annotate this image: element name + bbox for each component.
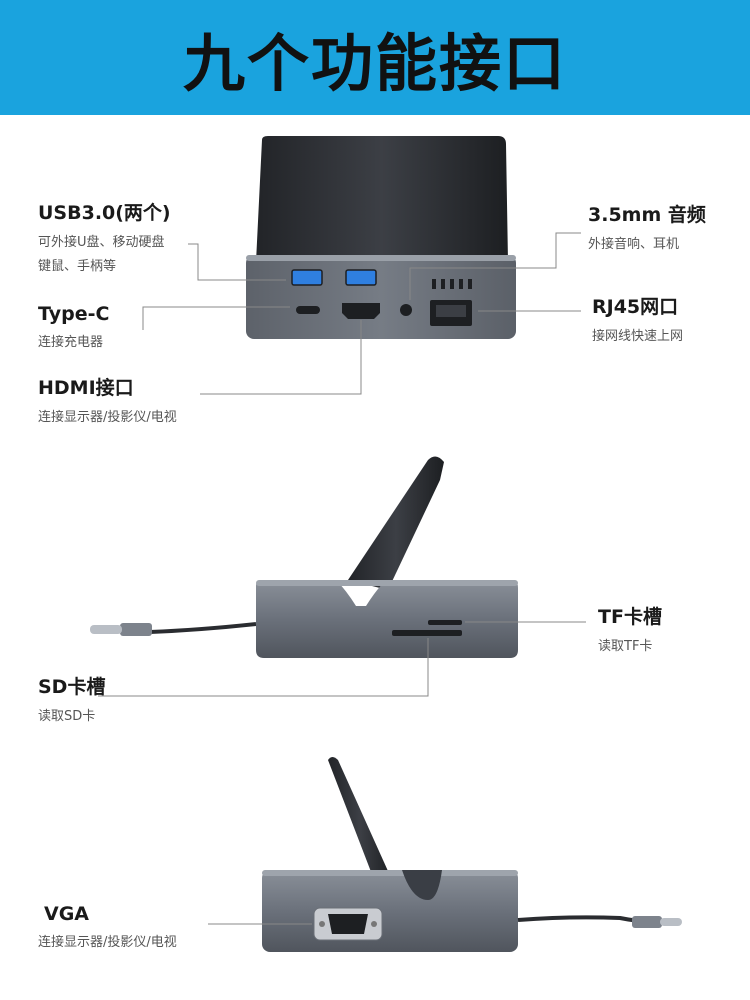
usb-port-2 bbox=[345, 269, 377, 286]
tf-desc: 读取TF卡 bbox=[598, 639, 653, 654]
callout-rj45: RJ45网口 接网线快速上网 bbox=[592, 292, 683, 349]
sd-desc: 读取SD卡 bbox=[38, 709, 96, 724]
tilted-stand bbox=[348, 456, 444, 590]
callout-vga: VGA 连接显示器/投影仪/电视 bbox=[38, 903, 177, 955]
rj45-title: RJ45网口 bbox=[592, 296, 679, 318]
typec-port bbox=[296, 306, 320, 314]
callout-tf: TF卡槽 读取TF卡 bbox=[598, 602, 662, 659]
audio-desc: 外接音响、耳机 bbox=[588, 237, 680, 252]
sd-title: SD卡槽 bbox=[38, 676, 106, 698]
tf-title: TF卡槽 bbox=[598, 606, 662, 628]
usb-desc-line-1: 可外接U盘、移动硬盘 bbox=[38, 235, 165, 250]
dock-body-side bbox=[256, 580, 518, 658]
audio-title: 3.5mm 音频 bbox=[588, 204, 706, 226]
header-banner: 九个功能接口 bbox=[0, 0, 750, 115]
callout-audio: 3.5mm 音频 外接音响、耳机 bbox=[588, 200, 706, 257]
dock-front-view bbox=[246, 136, 516, 339]
typec-title: Type-C bbox=[38, 303, 110, 325]
typec-desc: 连接充电器 bbox=[38, 335, 104, 350]
callout-typec: Type-C 连接充电器 bbox=[38, 303, 109, 355]
vga-title: VGA bbox=[44, 903, 90, 925]
dock-body-side-2 bbox=[262, 870, 518, 952]
rj45-desc: 接网线快速上网 bbox=[592, 329, 684, 344]
leader-lines-front bbox=[142, 232, 581, 395]
vga-desc: 连接显示器/投影仪/电视 bbox=[38, 935, 177, 950]
leader-lines-side-1 bbox=[98, 621, 586, 697]
dock-stand-plate bbox=[256, 136, 508, 262]
usb-port-1 bbox=[291, 269, 323, 286]
usb-desc: 可外接U盘、移动硬盘 键鼠、手柄等 bbox=[38, 231, 171, 279]
tf-slot bbox=[428, 620, 462, 625]
tilted-stand-2 bbox=[328, 757, 392, 890]
usb-c-plug bbox=[120, 623, 152, 636]
callout-hdmi: HDMI接口 连接显示器/投影仪/电视 bbox=[38, 373, 177, 430]
callout-sd: SD卡槽 读取SD卡 bbox=[38, 672, 105, 729]
dock-side-view-1 bbox=[90, 456, 518, 658]
vent-slots bbox=[432, 279, 472, 289]
page-title: 九个功能接口 bbox=[182, 26, 567, 100]
hdmi-title: HDMI接口 bbox=[38, 377, 134, 399]
usb-title: USB3.0(两个) bbox=[38, 202, 171, 224]
usb-c-cable bbox=[148, 622, 257, 635]
hdmi-port bbox=[342, 303, 380, 319]
audio-jack bbox=[400, 304, 412, 316]
callout-usb: USB3.0(两个) 可外接U盘、移动硬盘 键鼠、手柄等 bbox=[38, 198, 171, 279]
usb-desc-line-2: 键鼠、手柄等 bbox=[38, 259, 117, 274]
sd-slot bbox=[392, 630, 462, 636]
dock-side-view-2 bbox=[262, 757, 682, 952]
hdmi-desc: 连接显示器/投影仪/电视 bbox=[38, 410, 177, 425]
